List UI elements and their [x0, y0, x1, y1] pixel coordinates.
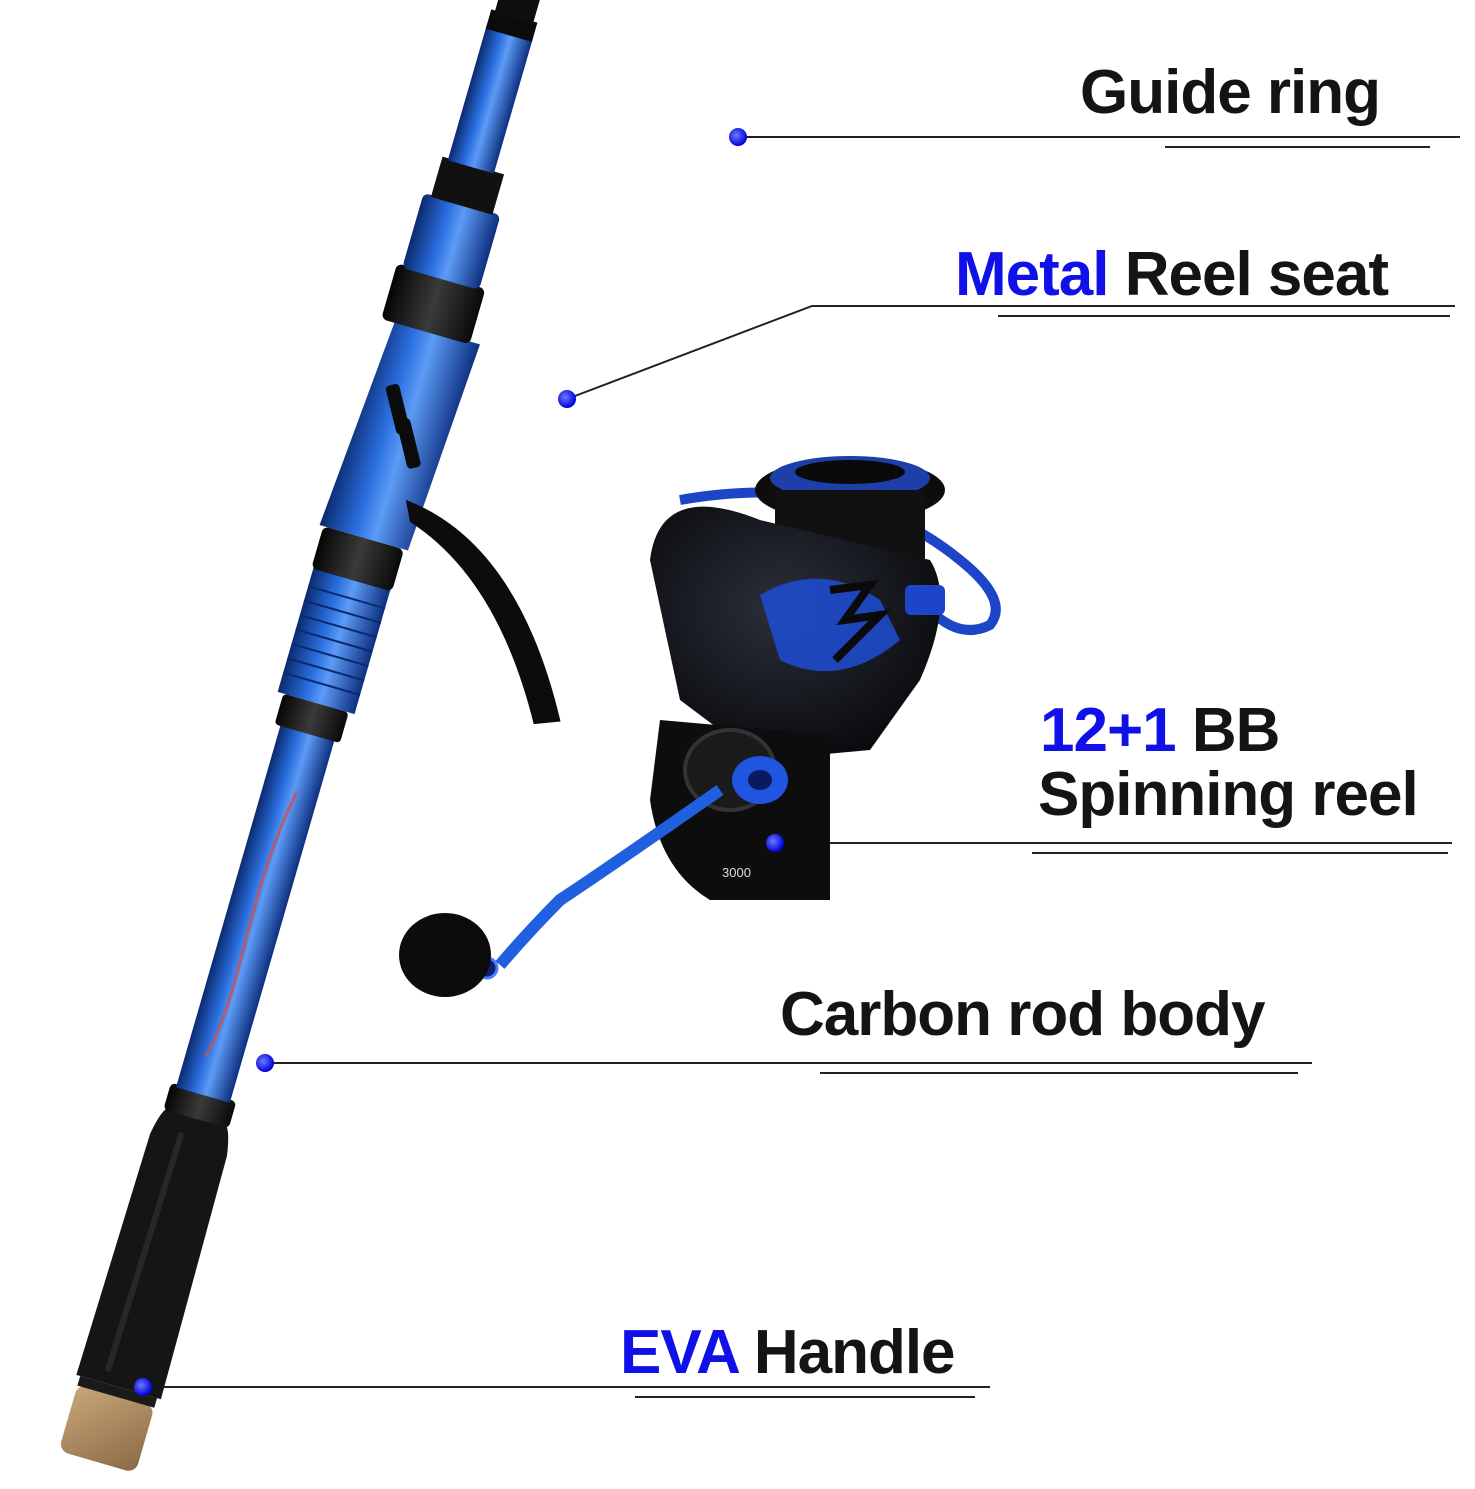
reel-size-marking: 3000 — [722, 865, 751, 880]
cork-butt-cap — [60, 1386, 153, 1471]
spinning-reel-label-line1: 12+1 BB — [1040, 700, 1280, 762]
rod-body-label: Carbon rod body — [780, 984, 1265, 1046]
reel-handle-arm — [495, 785, 724, 969]
reel-seat-label: Metal Reel seat — [955, 244, 1389, 306]
marker-dots — [134, 128, 784, 1396]
fishing-rod — [60, 0, 682, 1471]
handle-highlight: EVA — [620, 1318, 739, 1387]
reel-handle-knob — [399, 913, 491, 997]
bearing-count-highlight: 12+1 — [1040, 696, 1177, 765]
spinning-reel: 3000 — [399, 456, 1001, 997]
spinning-reel-label-line2: Spinning reel — [1038, 764, 1419, 826]
leader-lines — [143, 136, 1460, 1398]
carbon-blank-lower — [176, 724, 335, 1103]
guide-ring-text: Guide ring — [1080, 58, 1381, 127]
guide-rings — [539, 0, 682, 2]
spinning-reel-text: Spinning reel — [1038, 760, 1419, 829]
guide-ring-label: Guide ring — [1080, 62, 1381, 124]
handle-text: Handle — [753, 1318, 956, 1387]
rod-body-text: Carbon rod body — [780, 980, 1265, 1049]
reel-foot-stem — [405, 499, 561, 725]
bearing-unit-text: BB — [1191, 696, 1281, 765]
reel-seat-highlight: Metal — [955, 240, 1109, 309]
telescopic-section-1 — [447, 23, 534, 174]
upper-hood — [403, 194, 500, 289]
eva-handle — [76, 1107, 229, 1400]
handle-label: EVA Handle — [620, 1322, 956, 1384]
telescopic-section-2 — [494, 0, 555, 25]
reel-seat-text: Reel seat — [1124, 240, 1389, 309]
